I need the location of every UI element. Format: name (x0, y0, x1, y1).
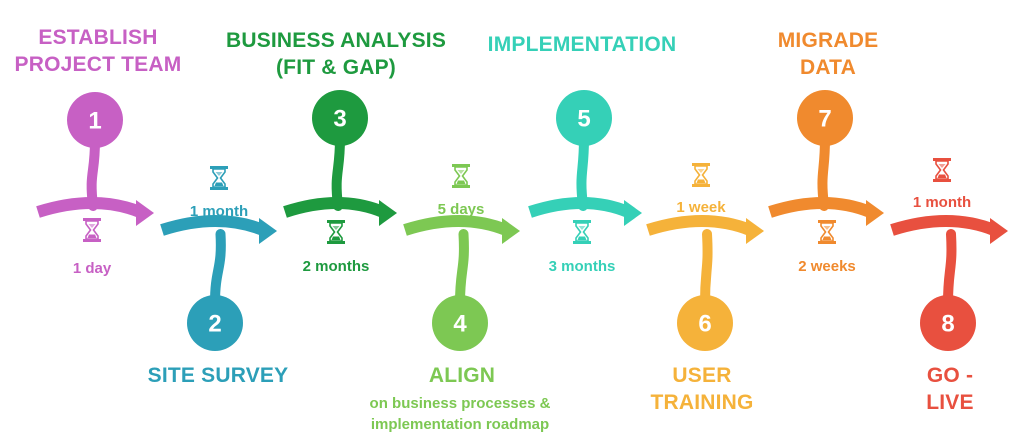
step-connector (331, 133, 345, 211)
step-circle (67, 92, 123, 148)
arrow-head-icon (136, 200, 154, 226)
step-duration: 1 month (912, 194, 972, 211)
hourglass-icon (692, 163, 710, 187)
step-4: 4 (403, 164, 520, 351)
step-title: ESTABLISH PROJECT TEAM (14, 26, 182, 76)
step-title: BUSINESS ANALYSIS (FIT & GAP) (225, 29, 447, 79)
step-duration: 3 months (548, 258, 616, 275)
step-5: 5 (528, 90, 642, 244)
step-connector (210, 229, 226, 308)
hourglass-icon (210, 166, 228, 190)
arrow-head-icon (502, 218, 520, 244)
step-number: 4 (453, 311, 467, 338)
step-circle (556, 90, 612, 146)
step-number: 6 (698, 311, 711, 338)
arrow-head-icon (259, 218, 277, 244)
step-circle (920, 295, 976, 351)
step-number: 2 (208, 311, 221, 338)
step-connector (817, 133, 830, 211)
arrow-head-icon (624, 200, 642, 226)
step-1: 1 (36, 92, 154, 242)
step-title: GO - LIVE (926, 364, 974, 414)
arrow-head-icon (866, 200, 884, 226)
step-2: 2 (160, 166, 277, 351)
flow-arrow-band (890, 215, 997, 236)
arrow-head-icon (746, 218, 764, 244)
hourglass-icon (83, 218, 101, 242)
step-circle (312, 90, 368, 146)
step-title: MIGRADE DATA (777, 29, 879, 79)
step-subtitle: on business processes & implementation r… (369, 395, 551, 433)
step-number: 1 (88, 108, 101, 135)
arrow-head-icon (990, 218, 1008, 244)
hourglass-icon (818, 220, 836, 244)
flow-arrow-band (403, 215, 509, 236)
step-connector (943, 229, 957, 308)
step-number: 7 (818, 106, 831, 133)
step-8: 8 (890, 158, 1008, 351)
step-duration: 1 day (72, 260, 112, 277)
step-title: ALIGN (428, 364, 496, 387)
step-number: 8 (941, 311, 954, 338)
step-6: 6 (646, 163, 764, 351)
step-title: SITE SURVEY (147, 364, 289, 387)
step-connector (700, 229, 713, 308)
flow-arrow-band (160, 215, 266, 236)
step-3: 3 (283, 90, 397, 244)
arrow-head-icon (379, 200, 397, 226)
step-duration: 5 days (437, 201, 485, 218)
step-number: 3 (333, 106, 346, 133)
step-number: 5 (577, 106, 590, 133)
step-connector (576, 133, 589, 211)
step-circle (677, 295, 733, 351)
step-duration: 1 month (189, 203, 249, 220)
step-title: USER TRAINING (650, 364, 754, 414)
hourglass-icon (327, 220, 345, 244)
flow-arrow-band (646, 215, 753, 236)
hourglass-icon (452, 164, 470, 188)
step-title: IMPLEMENTATION (487, 33, 677, 56)
hourglass-icon (573, 220, 591, 244)
step-connector (455, 229, 469, 308)
step-connector (86, 135, 100, 211)
hourglass-icon (933, 158, 951, 182)
step-circle (797, 90, 853, 146)
step-duration: 1 week (676, 199, 726, 216)
step-7: 7 (768, 90, 884, 244)
step-circle (432, 295, 488, 351)
step-circle (187, 295, 243, 351)
step-duration: 2 weeks (798, 258, 856, 275)
step-duration: 2 months (302, 258, 370, 275)
